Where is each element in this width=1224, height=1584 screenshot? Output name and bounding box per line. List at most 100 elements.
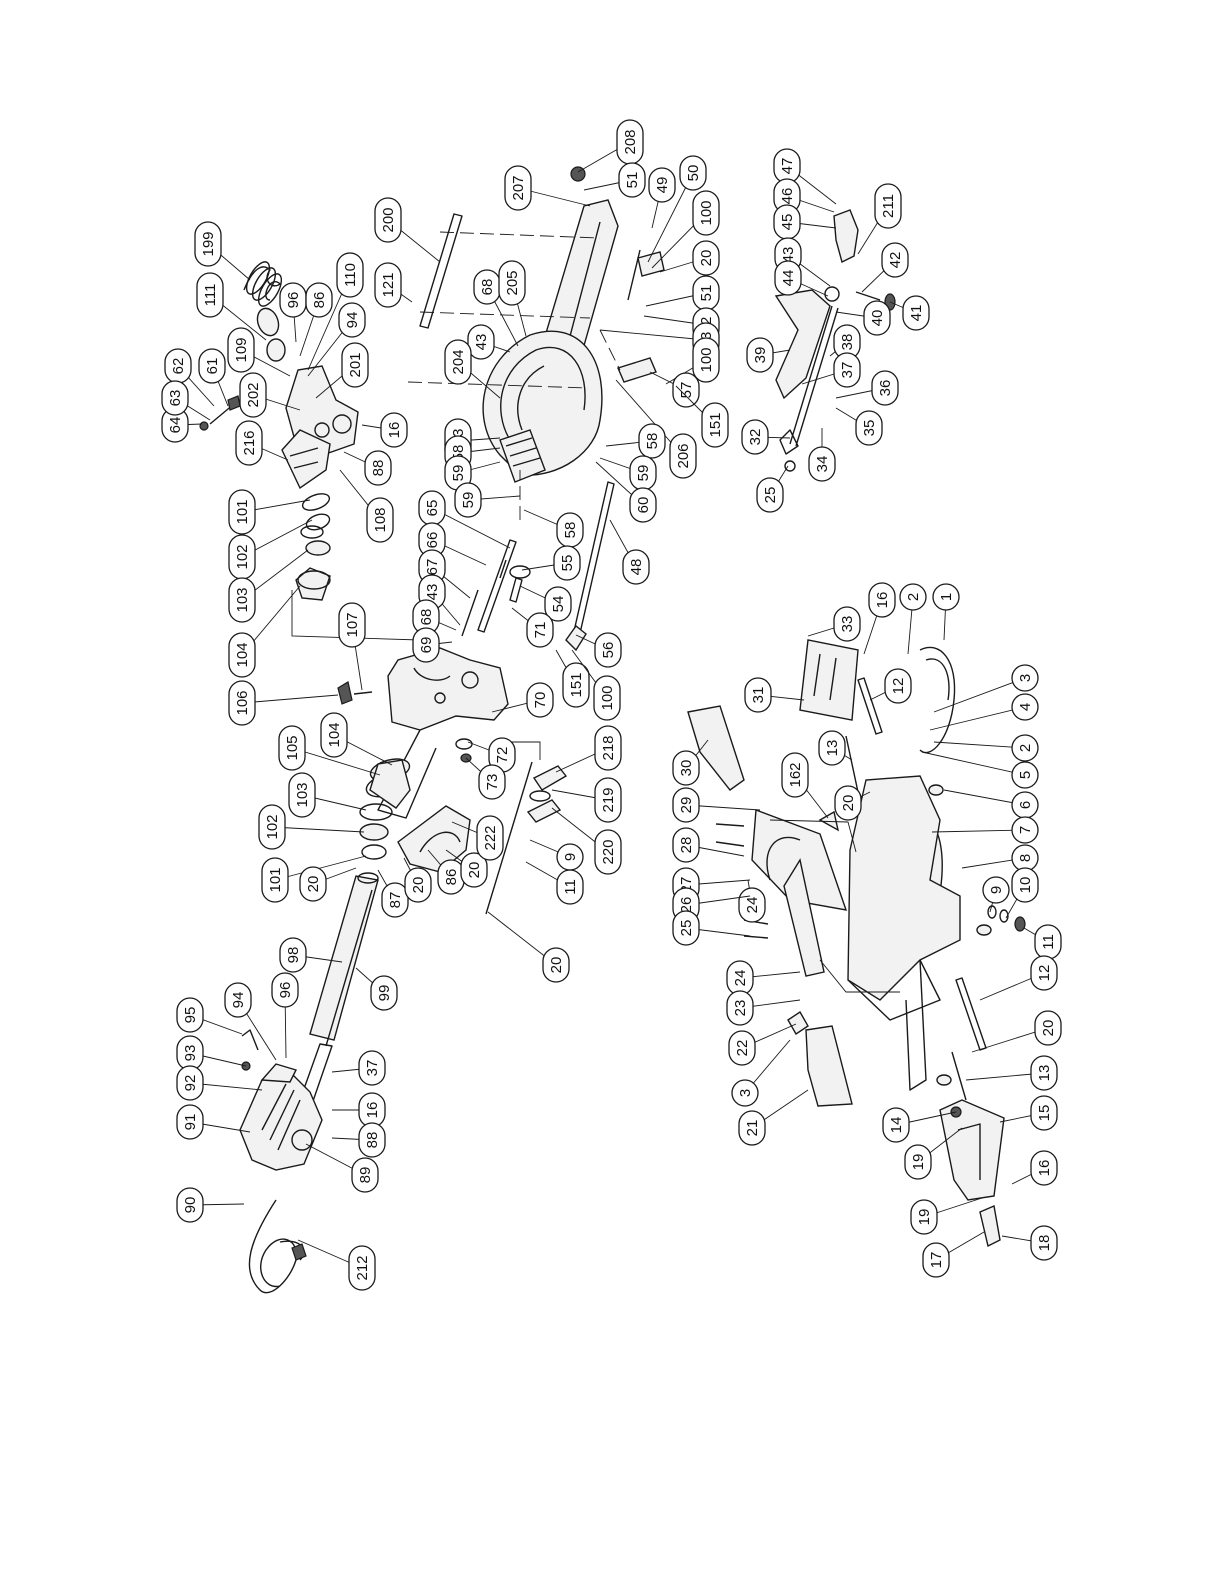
part-callout: 15 (1030, 1095, 1058, 1131)
part-number-label: 57 (678, 382, 695, 399)
part-callout: 60 (629, 487, 657, 523)
callout-bubble (629, 487, 657, 523)
part-callout: 101 (228, 489, 256, 535)
callout-bubble (692, 190, 720, 236)
part-number-label: 19 (916, 1209, 933, 1226)
part-number-label: 60 (635, 497, 652, 514)
part-number-label: 96 (285, 292, 302, 309)
callout-bubble (881, 242, 909, 278)
callout-bubble (741, 419, 769, 455)
part-callout: 219 (594, 777, 622, 823)
part-callout: 199 (194, 221, 222, 267)
part-callout: 207 (504, 165, 532, 211)
callout-bubble (594, 725, 622, 771)
part-number-label: 3 (1017, 674, 1034, 682)
part-number-label: 46 (779, 188, 796, 205)
part-number-label: 73 (484, 774, 501, 791)
callout-bubble (351, 1157, 379, 1193)
part-callout: 108 (366, 497, 394, 543)
callout-bubble (526, 682, 554, 718)
part-number-label: 23 (732, 1000, 749, 1017)
callout-bubble (618, 162, 646, 198)
part-callout: 208 (616, 119, 644, 165)
callout-bubble (562, 662, 590, 708)
callout-bubble (288, 772, 316, 818)
part-callout: 218 (594, 725, 622, 771)
part-number-label: 16 (1036, 1160, 1053, 1177)
callout-bubble (228, 680, 256, 726)
callout-bubble (982, 876, 1010, 904)
part-number-label: 13 (1036, 1065, 1053, 1082)
part-callout: 42 (881, 242, 909, 278)
part-callout: 94 (224, 982, 252, 1018)
callout-bubble (855, 410, 883, 446)
part-callout: 89 (351, 1157, 379, 1193)
part-number-label: 103 (294, 782, 311, 807)
callout-bubble (833, 606, 861, 642)
callout-bubble (1034, 1010, 1062, 1046)
part-callout: 51 (692, 275, 720, 311)
callout-bubble (744, 677, 772, 713)
part-callout: 61 (198, 348, 226, 384)
part-number-label: 63 (167, 390, 184, 407)
part-callout: 162 (781, 752, 809, 798)
part-number-label: 95 (182, 1007, 199, 1024)
callout-bubble (478, 764, 506, 800)
part-number-label: 200 (380, 207, 397, 232)
part-number-label: 69 (418, 637, 435, 654)
callout-bubble (338, 302, 366, 338)
part-number-label: 49 (654, 177, 671, 194)
part-callout: 2 (1011, 734, 1039, 762)
part-callout: 20 (692, 240, 720, 276)
part-callout: 110 (336, 252, 364, 298)
part-callout: 9 (982, 876, 1010, 904)
callout-bubble (594, 829, 622, 875)
part-callout: 222 (476, 815, 504, 861)
part-callout: 88 (358, 1122, 386, 1158)
part-callout: 6 (1011, 791, 1039, 819)
part-number-label: 104 (234, 642, 251, 667)
part-callout: 105 (278, 725, 306, 771)
part-callout: 104 (228, 632, 256, 678)
part-number-label: 93 (182, 1045, 199, 1062)
callout-bubble (176, 997, 204, 1033)
part-number-label: 108 (372, 507, 389, 532)
part-number-label: 51 (624, 172, 641, 189)
part-number-label: 206 (675, 443, 692, 468)
part-callout: 86 (437, 859, 465, 895)
callout-bubble (227, 327, 255, 373)
part-number-label: 37 (364, 1060, 381, 1077)
part-number-label: 222 (482, 825, 499, 850)
part-callout: 8 (1011, 844, 1039, 872)
part-number-label: 20 (698, 250, 715, 267)
part-number-label: 41 (908, 305, 925, 322)
part-callout: 104 (320, 712, 348, 758)
callout-bubble (882, 1107, 910, 1143)
callout-leader (931, 829, 1026, 833)
part-number-label: 54 (550, 596, 567, 613)
part-number-label: 43 (473, 334, 490, 351)
part-callout: 206 (669, 433, 697, 479)
part-number-label: 16 (364, 1102, 381, 1119)
part-callout: 25 (756, 477, 784, 513)
part-number-label: 37 (839, 362, 856, 379)
part-number-label: 102 (264, 814, 281, 839)
part-callout: 43 (467, 324, 495, 360)
callout-bubble (224, 982, 252, 1018)
part-number-label: 11 (562, 879, 579, 895)
part-callout: 103 (288, 772, 316, 818)
part-callout: 48 (622, 549, 650, 585)
callout-bubble (299, 866, 327, 902)
part-number-label: 38 (839, 334, 856, 351)
callout-bubble (228, 632, 256, 678)
part-callout: 64 (161, 407, 189, 443)
part-callout: 49 (648, 167, 676, 203)
part-callout: 58 (638, 423, 666, 459)
callout-bubble (381, 882, 409, 918)
part-number-label: 88 (364, 1132, 381, 1149)
part-callout: 151 (701, 402, 729, 448)
part-callout: 96 (279, 282, 307, 318)
part-number-label: 7 (1017, 826, 1034, 834)
part-callout: 107 (338, 602, 366, 648)
part-callout: 95 (176, 997, 204, 1033)
